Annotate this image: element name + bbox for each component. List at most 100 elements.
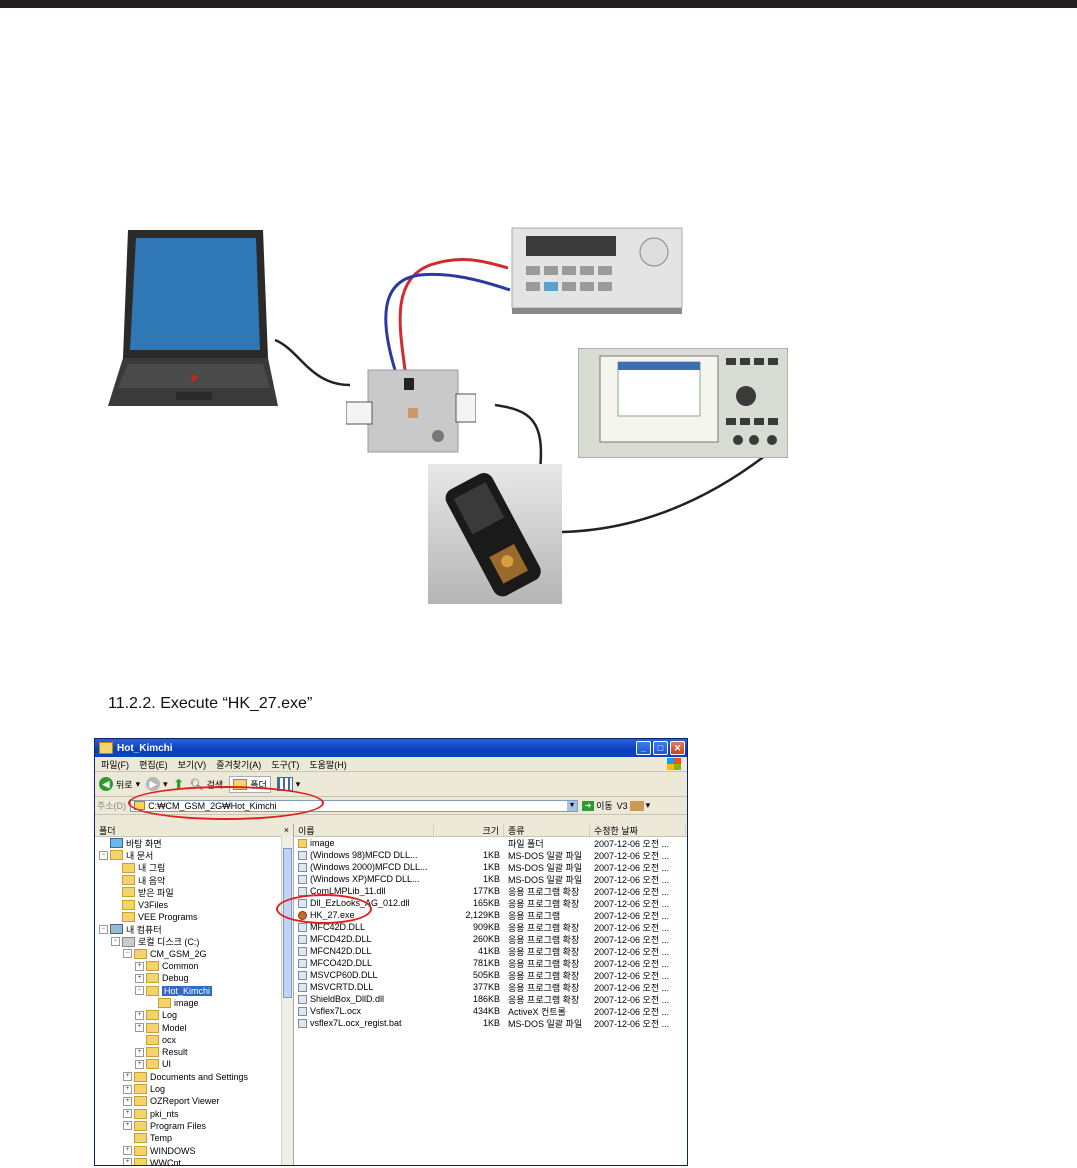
tree-node[interactable]: +pki_nts <box>95 1108 293 1120</box>
expand-icon[interactable]: + <box>135 962 144 971</box>
title-bar[interactable]: Hot_Kimchi _ □ ✕ <box>95 739 687 757</box>
tree-node[interactable]: 받은 파일 <box>95 886 293 898</box>
tree-node[interactable]: VEE Programs <box>95 911 293 923</box>
tree-node[interactable]: +UI <box>95 1058 293 1070</box>
expand-icon[interactable]: + <box>123 1109 132 1118</box>
tree-node[interactable]: +Result <box>95 1046 293 1058</box>
tree-node[interactable]: −CM_GSM_2G <box>95 948 293 960</box>
expand-icon[interactable]: + <box>135 974 144 983</box>
collapse-icon[interactable]: − <box>123 949 132 958</box>
menu-file[interactable]: 파일(F) <box>101 758 129 771</box>
tree-node[interactable]: +Model <box>95 1021 293 1033</box>
tree-node[interactable]: + WINDOWS <box>95 1144 293 1156</box>
expand-icon[interactable]: + <box>123 1085 132 1094</box>
collapse-icon[interactable]: − <box>111 937 120 946</box>
tree-node-label: WINDOWS <box>150 1146 196 1156</box>
expand-icon[interactable]: + <box>135 1060 144 1069</box>
tree-close-button[interactable]: × <box>284 825 289 835</box>
file-icon <box>298 971 307 980</box>
tree-node[interactable]: image <box>95 997 293 1009</box>
folder-icon <box>134 1121 147 1131</box>
column-date[interactable]: 수정한 날짜 <box>590 824 686 837</box>
file-icon <box>298 995 307 1004</box>
tree-node[interactable]: −로컬 디스크 (C:) <box>95 935 293 947</box>
file-icon <box>298 851 307 860</box>
tree-node[interactable]: +Documents and Settings <box>95 1071 293 1083</box>
tree-node[interactable]: 바탕 화면 <box>95 837 293 849</box>
tree-node[interactable]: −내 문서 <box>95 849 293 861</box>
tree-node-label: 내 컴퓨터 <box>126 923 162 936</box>
expand-icon[interactable]: + <box>135 1048 144 1057</box>
expand-icon[interactable]: + <box>123 1072 132 1081</box>
maximize-button[interactable]: □ <box>653 741 668 755</box>
file-size: 165KB <box>434 898 504 908</box>
tree-node[interactable]: +Log <box>95 1083 293 1095</box>
tree-node[interactable]: + Debug <box>95 972 293 984</box>
tree-node[interactable]: − 내 컴퓨터 <box>95 923 293 935</box>
tree-node[interactable]: Temp <box>95 1132 293 1144</box>
column-type[interactable]: 종류 <box>504 824 590 837</box>
column-name[interactable]: 이름 <box>294 824 434 837</box>
tree-node[interactable]: +Log <box>95 1009 293 1021</box>
expand-icon[interactable]: + <box>123 1121 132 1130</box>
tree-node[interactable]: −Hot_Kimchi <box>95 985 293 997</box>
tree-node-label: Debug <box>162 973 189 983</box>
minimize-button[interactable]: _ <box>636 741 651 755</box>
collapse-icon[interactable]: − <box>99 851 108 860</box>
back-button[interactable]: ◀ 뒤로 ▾ <box>99 777 140 791</box>
close-button[interactable]: ✕ <box>670 741 685 755</box>
column-size[interactable]: 크기 <box>434 824 504 837</box>
tree-node[interactable]: +WWCnt <box>95 1157 293 1166</box>
scrollbar-thumb[interactable] <box>283 848 292 998</box>
collapse-icon[interactable]: − <box>99 925 108 934</box>
v3-button[interactable]: V3 ▾ <box>617 800 651 811</box>
folder-icon <box>146 1035 159 1045</box>
tree-node[interactable]: V3Files <box>95 898 293 910</box>
tree-node[interactable]: +Program Files <box>95 1120 293 1132</box>
expand-icon[interactable]: + <box>123 1097 132 1106</box>
folder-icon <box>146 986 159 996</box>
tree-node[interactable]: +Common <box>95 960 293 972</box>
expand-icon[interactable]: + <box>135 1011 144 1020</box>
expand-icon[interactable]: + <box>123 1158 132 1166</box>
chevron-down-icon: ▾ <box>163 779 168 790</box>
tree-node[interactable]: +OZReport Viewer <box>95 1095 293 1107</box>
address-dropdown-button[interactable]: ▼ <box>567 801 577 811</box>
menu-view[interactable]: 보기(V) <box>178 758 207 771</box>
file-size: 909KB <box>434 922 504 932</box>
file-size: 177KB <box>434 886 504 896</box>
menu-help[interactable]: 도움말(H) <box>309 758 346 771</box>
menu-favorites[interactable]: 즐겨찾기(A) <box>216 758 261 771</box>
file-name-cell: MFCN42D.DLL <box>294 946 434 956</box>
menu-edit[interactable]: 편집(E) <box>139 758 168 771</box>
folder-icon <box>134 1133 147 1143</box>
expand-icon[interactable]: + <box>135 1023 144 1032</box>
tree-node[interactable]: 내 음악 <box>95 874 293 886</box>
menu-tools[interactable]: 도구(T) <box>271 758 299 771</box>
tree-scrollbar[interactable] <box>281 836 293 1166</box>
go-button[interactable]: ➜ 이동 <box>582 799 613 812</box>
collapse-icon[interactable]: − <box>135 986 144 995</box>
power-supply-image <box>502 224 778 316</box>
tree-node[interactable]: ocx <box>95 1034 293 1046</box>
menu-bar: 파일(F) 편집(E) 보기(V) 즐겨찾기(A) 도구(T) 도움말(H) <box>95 757 687 772</box>
expand-icon[interactable]: + <box>123 1146 132 1155</box>
folder-icon <box>146 1059 159 1069</box>
tree-node[interactable]: 내 그림 <box>95 862 293 874</box>
file-size: 260KB <box>434 934 504 944</box>
laptop-image <box>108 228 278 414</box>
